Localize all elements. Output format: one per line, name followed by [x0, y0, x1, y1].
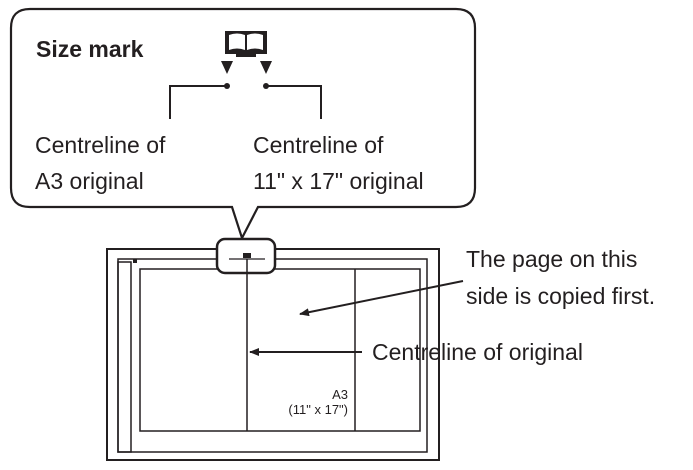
- left-leader-line: [169, 83, 230, 119]
- callout-bubble: [9, 7, 477, 241]
- size-mark-highlight: [215, 237, 277, 275]
- first-page-label-line1: The page on this: [466, 246, 637, 272]
- ledger-centreline-label-line1: Centreline of: [253, 132, 384, 158]
- right-leader-line: [263, 83, 322, 119]
- first-page-label-line2: side is copied first.: [466, 283, 655, 309]
- left-marker-triangle: [221, 61, 233, 74]
- a3-centreline-label-line1: Centreline of: [35, 132, 166, 158]
- first-page-arrow: [299, 280, 464, 317]
- paper-size-alt-label: (11" x 17"): [288, 402, 348, 417]
- size-mark-title: Size mark: [36, 36, 144, 62]
- right-marker-triangle: [260, 61, 272, 74]
- book-icon: [225, 31, 267, 57]
- a3-centreline-label-line2: A3 original: [35, 168, 144, 194]
- paper-size-label: A3: [332, 387, 348, 402]
- centreline-of-original-label: Centreline of original: [372, 339, 583, 365]
- ledger-centreline-label-line2: 11" x 17" original: [253, 168, 424, 194]
